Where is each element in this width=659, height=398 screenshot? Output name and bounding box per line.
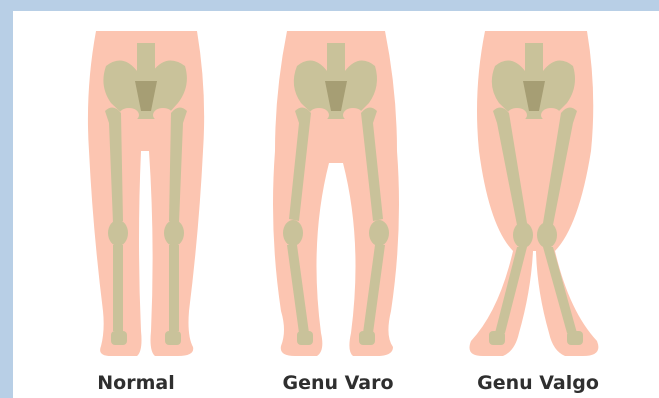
normal-obturator-left [119,108,139,122]
figure-normal [88,31,204,356]
valgo-spine [525,43,543,75]
normal-obturator-right [153,108,173,122]
valgo-foot-left [489,331,505,345]
normal-tibia-right [169,245,179,331]
normal-knee-left [108,220,128,246]
valgo-foot-right [567,331,583,345]
valgo-obturator-right [541,108,561,122]
varo-foot-left [297,331,313,345]
varo-spine [327,43,345,75]
legs-illustration [13,11,659,371]
normal-spine [137,43,155,75]
caption-genu-valgo: Genu Valgo [458,372,618,398]
diagram-panel: Normal Genu Varo Genu Valgo [13,11,659,398]
varo-knee-right [369,220,389,246]
normal-knee-right [164,220,184,246]
varo-obturator-right [343,108,363,122]
normal-tibia-left [113,245,123,331]
normal-foot-left [111,331,127,345]
normal-foot-right [165,331,181,345]
caption-normal: Normal [76,372,196,398]
valgo-knee-left [513,222,533,248]
varo-foot-right [359,331,375,345]
figure-genu-varo [273,31,399,356]
valgo-knee-right [537,222,557,248]
figure-genu-valgo [470,31,599,356]
varo-obturator-left [309,108,329,122]
caption-genu-varo: Genu Varo [263,372,413,398]
varo-knee-left [283,220,303,246]
